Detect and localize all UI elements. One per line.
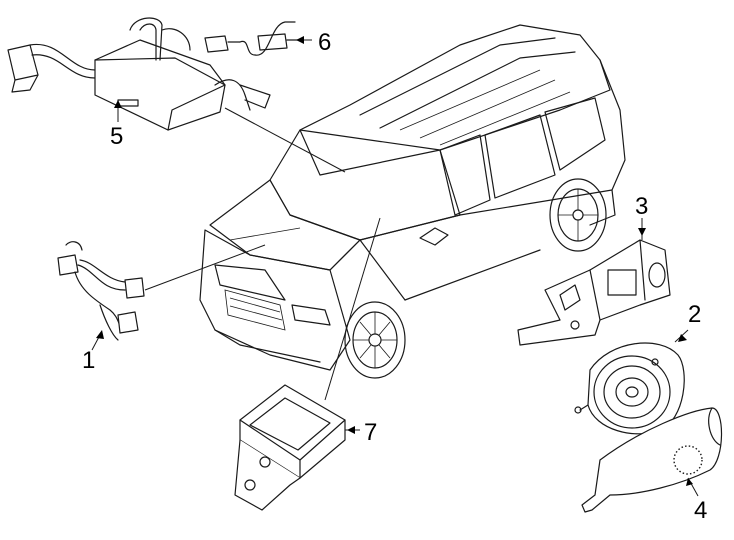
part-7-control-module xyxy=(234,384,360,511)
leader-1 xyxy=(144,244,266,291)
callout-2: 2 xyxy=(688,301,701,328)
part-6-connector-harness xyxy=(204,21,312,56)
callout-labels: 1 2 3 4 5 6 7 xyxy=(82,29,707,524)
part-5-module xyxy=(7,17,271,131)
callout-4: 4 xyxy=(694,497,707,524)
vehicle-illustration xyxy=(199,24,626,379)
callout-3: 3 xyxy=(635,193,648,220)
part-1-wire-harness xyxy=(57,241,145,341)
leader-lines xyxy=(144,107,381,401)
part-2-speaker xyxy=(574,329,689,435)
part-4-panel xyxy=(581,407,723,513)
callout-5: 5 xyxy=(110,123,123,150)
leader-7 xyxy=(324,217,381,401)
callout-1: 1 xyxy=(82,347,95,374)
part-3-bracket xyxy=(517,218,671,346)
callout-7: 7 xyxy=(364,419,377,446)
leader-5 xyxy=(224,107,346,173)
callout-6: 6 xyxy=(318,29,331,56)
callout-arrows xyxy=(91,36,693,486)
